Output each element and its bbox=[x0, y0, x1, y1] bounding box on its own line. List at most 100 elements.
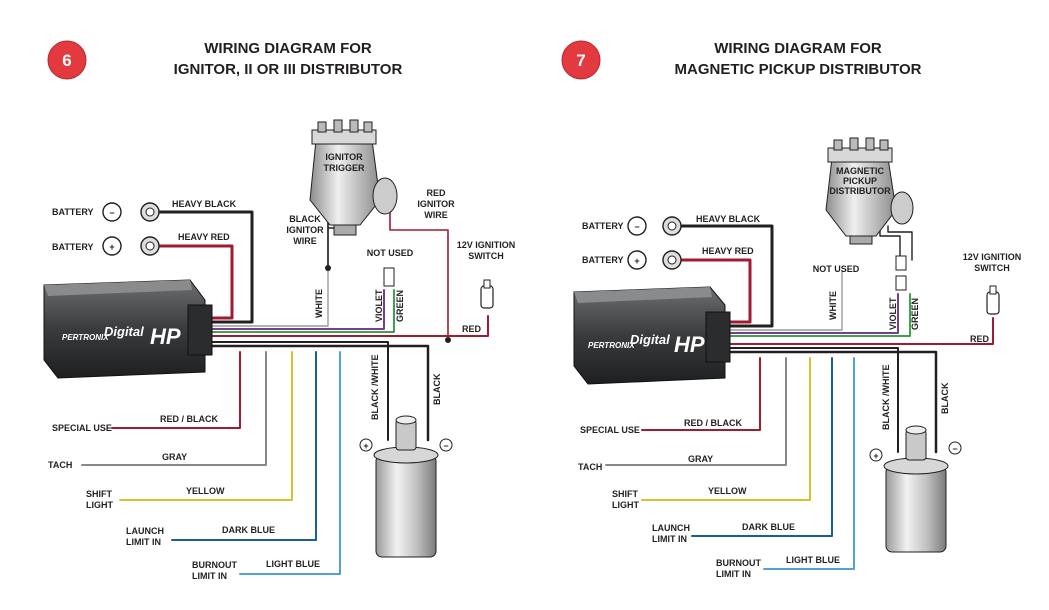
ignition-box: PERTRONIX Digital HP bbox=[43, 279, 213, 379]
ignition-switch-label: SWITCH bbox=[974, 263, 1010, 273]
battery-label: BATTERY bbox=[582, 221, 624, 231]
red-label: RED bbox=[462, 324, 482, 334]
shift-light-label: LIGHT bbox=[612, 500, 639, 510]
gray-label: GRAY bbox=[688, 454, 713, 464]
ignition-switch-label: SWITCH bbox=[468, 251, 504, 261]
green-wire bbox=[729, 293, 911, 337]
diagram-number-badge: 6 bbox=[47, 40, 87, 80]
shift-light-label: SHIFT bbox=[612, 489, 639, 499]
minus-icon: − bbox=[952, 444, 957, 454]
black-ignitor-label: WIRE bbox=[293, 236, 317, 246]
gray-wire bbox=[605, 357, 787, 466]
dark-blue-label: DARK BLUE bbox=[222, 525, 275, 535]
brand-logo: PERTRONIX bbox=[62, 333, 109, 342]
gray-label: GRAY bbox=[162, 452, 187, 462]
black-ignitor-label: BLACK bbox=[289, 214, 321, 224]
red-label: RED bbox=[970, 334, 990, 344]
black-white-label: BLACK /WHITE bbox=[881, 365, 891, 431]
special-use-label: SPECIAL USE bbox=[580, 425, 640, 435]
launch-limit-label: LIMIT IN bbox=[652, 534, 687, 544]
launch-limit-label: LAUNCH bbox=[652, 523, 690, 533]
black-white-wire bbox=[729, 347, 899, 453]
white-label: WHITE bbox=[314, 289, 324, 318]
heavy-red-label: HEAVY RED bbox=[702, 246, 754, 256]
brand-hp: HP bbox=[674, 332, 705, 357]
diagram-7: 7 WIRING DIAGRAM FOR MAGNETIC PICKUP DIS… bbox=[561, 40, 1022, 579]
shift-light-label: SHIFT bbox=[86, 489, 113, 499]
black-ignitor-label: IGNITOR bbox=[286, 225, 324, 235]
battery-positive: BATTERY + HEAVY RED bbox=[582, 246, 754, 270]
special-use-label: SPECIAL USE bbox=[52, 423, 112, 433]
plus-icon: + bbox=[873, 451, 878, 461]
ignition-switch-label: 12V IGNITION bbox=[457, 240, 516, 250]
plus-icon: + bbox=[634, 256, 639, 266]
yellow-label: YELLOW bbox=[708, 486, 747, 496]
heavy-black-wire bbox=[680, 224, 774, 328]
diagram-number: 6 bbox=[62, 51, 71, 70]
violet-label: VIOLET bbox=[888, 297, 898, 330]
diagram-title-line2: IGNITOR, II OR III DISTRIBUTOR bbox=[174, 61, 403, 78]
violet-wire bbox=[211, 289, 385, 330]
launch-limit-label: LAUNCH bbox=[126, 526, 164, 536]
light-blue-label: LIGHT BLUE bbox=[266, 559, 320, 569]
white-wire bbox=[729, 271, 843, 331]
burnout-limit-label: LIMIT IN bbox=[716, 569, 751, 579]
minus-icon: − bbox=[109, 208, 114, 218]
ignition-switch-label: 12V IGNITION bbox=[963, 252, 1022, 262]
diagram-number: 7 bbox=[576, 51, 585, 70]
shift-light-label: LIGHT bbox=[86, 500, 113, 510]
distributor-label: PICKUP bbox=[843, 176, 877, 186]
distributor: MAGNETIC PICKUP DISTRIBUTOR bbox=[825, 137, 914, 291]
battery-positive: BATTERY + HEAVY RED bbox=[52, 232, 230, 256]
red-ignitor-wire bbox=[389, 199, 449, 341]
minus-icon: − bbox=[443, 441, 448, 451]
distributor-label: TRIGGER bbox=[323, 163, 365, 173]
violet-wire bbox=[729, 293, 899, 334]
ignition-coil: + − bbox=[359, 415, 453, 558]
burnout-limit-label: LIMIT IN bbox=[192, 571, 227, 581]
white-label: WHITE bbox=[828, 291, 838, 320]
diagram-number-badge: 7 bbox=[561, 40, 601, 80]
red-switch-wire bbox=[729, 317, 994, 345]
wires bbox=[81, 199, 489, 575]
violet-label: VIOLET bbox=[374, 289, 384, 322]
minus-icon: − bbox=[634, 222, 639, 232]
dark-blue-label: DARK BLUE bbox=[742, 522, 795, 532]
red-black-label: RED / BLACK bbox=[160, 414, 218, 424]
black-white-wire bbox=[211, 341, 389, 441]
light-blue-wire bbox=[763, 357, 855, 570]
distributor-label: MAGNETIC bbox=[836, 166, 884, 176]
not-used-label: NOT USED bbox=[367, 248, 414, 258]
wires bbox=[605, 224, 994, 570]
light-blue-wire bbox=[239, 351, 341, 575]
gray-wire bbox=[81, 351, 267, 466]
black-label: BLACK bbox=[432, 373, 442, 405]
burnout-limit-label: BURNOUT bbox=[716, 558, 761, 568]
heavy-black-label: HEAVY BLACK bbox=[172, 199, 237, 209]
plus-icon: + bbox=[363, 441, 368, 451]
green-label: GREEN bbox=[395, 290, 405, 322]
dark-blue-wire bbox=[691, 357, 833, 537]
ignition-coil: + − bbox=[869, 425, 962, 553]
red-switch-wire bbox=[211, 315, 489, 337]
heavy-red-label: HEAVY RED bbox=[178, 232, 230, 242]
heavy-red-wire bbox=[158, 244, 234, 320]
battery-label: BATTERY bbox=[52, 207, 94, 217]
green-label: GREEN bbox=[910, 298, 920, 330]
heavy-black-wire bbox=[158, 210, 254, 324]
brand-digital: Digital bbox=[104, 324, 144, 339]
distributor-label: IGNITOR bbox=[325, 152, 363, 162]
red-black-wire bbox=[641, 357, 761, 431]
diagram-title-line1: WIRING DIAGRAM FOR bbox=[204, 40, 372, 57]
plus-icon: + bbox=[109, 242, 114, 252]
yellow-label: YELLOW bbox=[186, 486, 225, 496]
green-wire bbox=[211, 289, 395, 333]
red-ignitor-label: IGNITOR bbox=[417, 199, 455, 209]
heavy-black-label: HEAVY BLACK bbox=[696, 214, 761, 224]
tach-label: TACH bbox=[48, 460, 72, 470]
red-ignitor-label: WIRE bbox=[424, 210, 448, 220]
ignition-switch-icon bbox=[480, 279, 494, 309]
launch-limit-label: LIMIT IN bbox=[126, 537, 161, 547]
burnout-limit-label: BURNOUT bbox=[192, 560, 237, 570]
